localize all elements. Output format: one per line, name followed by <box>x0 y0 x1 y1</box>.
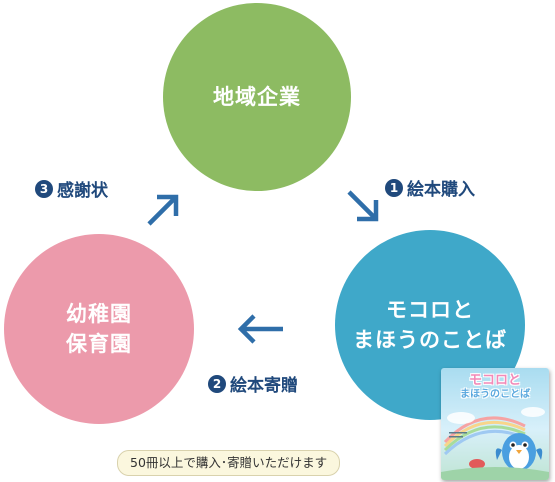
node-picture-book: モコロと まほうのことば <box>335 230 525 420</box>
book-title: モコロと まほうのことば <box>445 374 545 402</box>
step-number-1: 1 <box>385 178 403 197</box>
node-kindergartens: 幼稚園 保育園 <box>4 234 194 424</box>
node-label-picture-book: モコロと まほうのことば <box>353 298 507 352</box>
step-book-donation: 2 絵本寄贈 <box>208 371 298 396</box>
book-cover-image: モコロと まほうのことば <box>441 368 549 480</box>
step-number-3: 3 <box>35 179 53 198</box>
step-number-2: 2 <box>208 374 226 393</box>
step-label-3: 感謝状 <box>57 181 108 201</box>
order-note: 50冊以上で購入･寄贈いただけます <box>117 450 341 476</box>
book-illustration <box>441 407 549 480</box>
arrow-down-right-icon <box>347 190 379 222</box>
step-label-1: 絵本購入 <box>407 180 475 200</box>
node-label-kindergartens: 幼稚園 保育園 <box>66 302 132 356</box>
step-label-2: 絵本寄贈 <box>230 376 298 396</box>
arrow-left-icon <box>237 314 283 344</box>
arrow-up-right-icon <box>147 194 179 226</box>
node-label-local-companies: 地域企業 <box>213 85 301 109</box>
step-book-purchase: 1 絵本購入 <box>385 175 475 200</box>
book-title-line-1: モコロと <box>468 373 521 388</box>
step-letter-of-thanks: 3 感謝状 <box>35 176 108 201</box>
book-title-line-2: まほうのことば <box>460 389 530 400</box>
node-local-companies: 地域企業 <box>163 3 351 191</box>
